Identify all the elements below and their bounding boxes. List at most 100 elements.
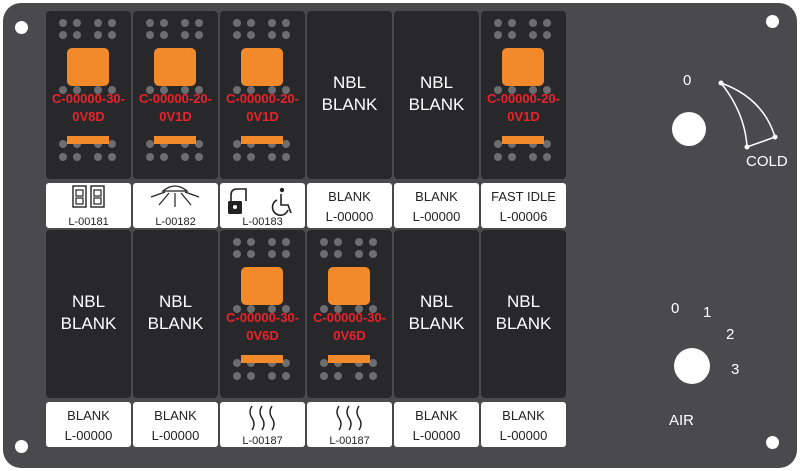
switch-label: L-00183 — [220, 183, 305, 228]
nbl-line1: NBL — [158, 292, 193, 311]
switch-code-line2: 0V6D — [246, 328, 279, 343]
rocker-switch[interactable]: C-00000-20-0V1D — [220, 11, 305, 179]
indicator-dot — [146, 140, 154, 148]
nbl-blank-text: NBL BLANK — [481, 291, 566, 335]
indicator-dot — [268, 140, 276, 148]
indicator-dot — [369, 238, 377, 246]
nbl-line2: BLANK — [321, 95, 378, 114]
heat-icon — [249, 405, 275, 431]
rocker-switch[interactable]: C-00000-20-0V1D — [133, 11, 218, 179]
indicator-dot — [160, 19, 168, 27]
indicator-dot — [334, 305, 342, 313]
air-knob[interactable] — [674, 348, 710, 384]
rocker-switch[interactable]: C-00000-30-0V6D — [307, 230, 392, 398]
indicator-dot — [320, 305, 328, 313]
label-code: L-00000 — [499, 428, 548, 443]
indicator-dot — [233, 19, 241, 27]
nbl-line2: BLANK — [408, 314, 465, 333]
led-window — [241, 267, 283, 305]
indicator-dot — [94, 86, 102, 94]
label-title: BLANK — [502, 408, 545, 423]
label-title: BLANK — [67, 408, 110, 423]
indicator-dot — [146, 153, 154, 161]
indicator-dot — [282, 238, 290, 246]
indicator-dot — [195, 31, 203, 39]
switch-code-line1: C-00000-30- — [52, 91, 125, 106]
indicator-dot — [320, 372, 328, 380]
label-title: FAST IDLE — [491, 189, 556, 204]
indicator-dot — [320, 238, 328, 246]
indicator-dot — [282, 359, 290, 367]
indicator-dot — [282, 86, 290, 94]
indicator-dot — [529, 140, 537, 148]
switch-code: C-00000-20-0V1D — [475, 90, 572, 126]
cold-label: COLD — [746, 153, 788, 170]
indicator-dot — [181, 153, 189, 161]
switch-code: C-00000-30-0V6D — [214, 309, 311, 345]
indicator-bar — [241, 355, 283, 363]
indicator-dot — [529, 86, 537, 94]
indicator-dot — [543, 19, 551, 27]
nbl-line2: BLANK — [60, 314, 117, 333]
indicator-dot — [282, 31, 290, 39]
indicator-dot — [233, 153, 241, 161]
mount-hole — [15, 21, 28, 34]
indicator-dot — [355, 372, 363, 380]
indicator-dot — [320, 359, 328, 367]
nbl-line2: BLANK — [495, 314, 552, 333]
indicator-dot — [108, 31, 116, 39]
indicator-dot — [195, 153, 203, 161]
indicator-dot — [233, 359, 241, 367]
indicator-dot — [282, 305, 290, 313]
indicator-dot — [334, 238, 342, 246]
switch-code-line2: 0V1D — [159, 109, 192, 124]
led-window — [241, 48, 283, 86]
indicator-dot — [508, 153, 516, 161]
label-title: BLANK — [154, 408, 197, 423]
nbl-line1: NBL — [71, 292, 106, 311]
indicator-dot — [73, 31, 81, 39]
work-light-icon — [150, 185, 200, 207]
air-mark-2: 2 — [726, 326, 735, 343]
indicator-dot — [247, 86, 255, 94]
rocker-switch[interactable]: C-00000-30-0V8D — [46, 11, 131, 179]
switch-label: BLANK L-00000 — [481, 402, 566, 447]
indicator-dot — [268, 86, 276, 94]
indicator-dot — [355, 250, 363, 258]
indicator-dot — [268, 372, 276, 380]
indicator-dot — [59, 153, 67, 161]
rocker-switch[interactable]: C-00000-20-0V1D — [481, 11, 566, 179]
temp-knob[interactable] — [672, 112, 706, 146]
label-title: BLANK — [328, 189, 371, 204]
indicator-dot — [160, 140, 168, 148]
indicator-dot — [181, 86, 189, 94]
nbl-line1: NBL — [506, 292, 541, 311]
indicator-dot — [146, 86, 154, 94]
indicator-dot — [247, 238, 255, 246]
indicator-dot — [195, 140, 203, 148]
label-code: L-00182 — [155, 216, 196, 228]
indicator-dot — [94, 31, 102, 39]
mount-hole — [766, 436, 779, 449]
indicator-dot — [508, 31, 516, 39]
switch-code-line1: C-00000-20- — [226, 91, 299, 106]
rocker-switch[interactable]: C-00000-30-0V6D — [220, 230, 305, 398]
indicator-bar — [67, 136, 109, 144]
indicator-dot — [73, 153, 81, 161]
indicator-dot — [529, 31, 537, 39]
indicator-dot — [355, 359, 363, 367]
indicator-dot — [108, 140, 116, 148]
indicator-dot — [146, 19, 154, 27]
led-window — [67, 48, 109, 86]
led-window — [502, 48, 544, 86]
label-code: L-00006 — [499, 209, 548, 224]
indicator-dot — [369, 359, 377, 367]
temp-dial-zero-mark: 0 — [683, 72, 692, 89]
